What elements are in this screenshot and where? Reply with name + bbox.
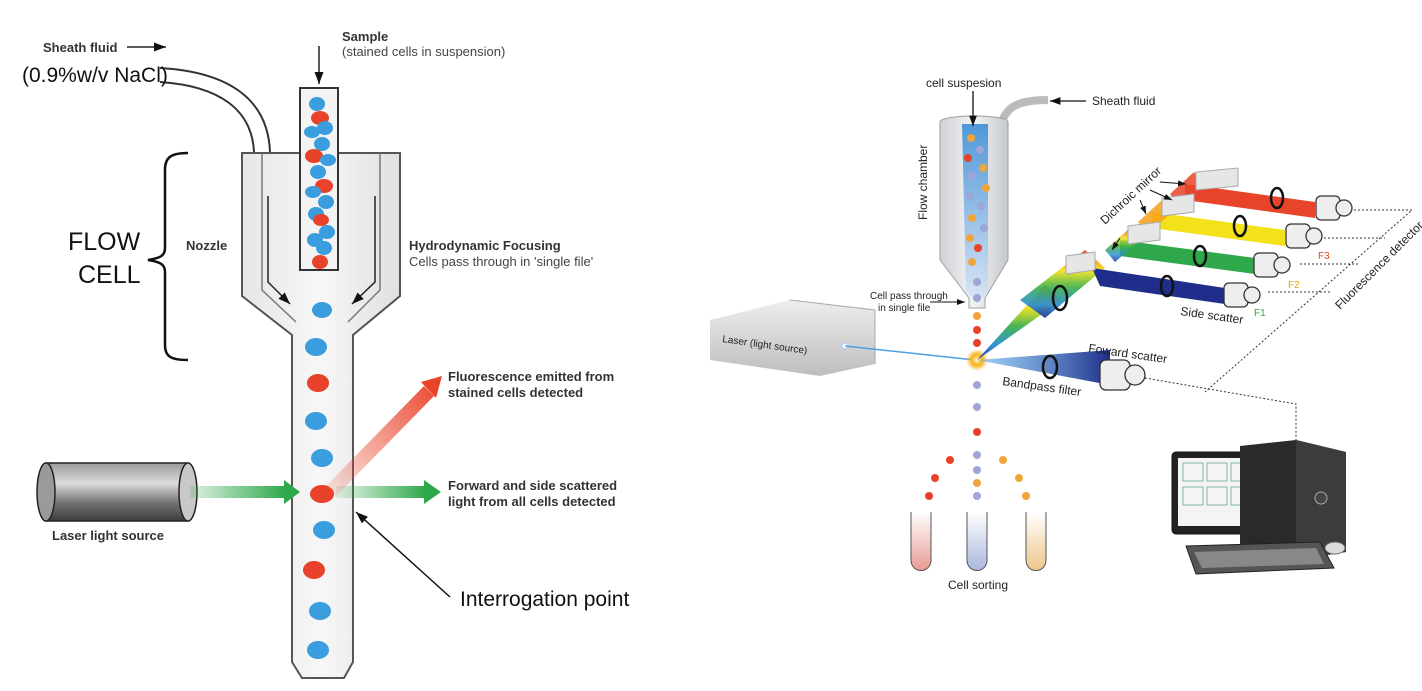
sample-label: Sample — [342, 29, 388, 44]
flow-arrow-icon — [351, 196, 376, 305]
detector-connections — [1144, 209, 1414, 445]
sorting-tubes — [910, 512, 1047, 571]
sheath-tube — [159, 67, 271, 153]
sample-column — [962, 124, 988, 304]
single-file-cells — [925, 312, 1030, 500]
nozzle-inner-wall-right — [347, 153, 381, 323]
blue-beam — [1092, 268, 1225, 304]
mirror-pointer-icon — [1111, 237, 1121, 251]
mirror-pointer-icon — [1139, 199, 1147, 215]
fluorescence-detector-label: Fluorescence detector — [1332, 218, 1422, 312]
sheath-fluid-right-label: Sheath fluid — [1092, 94, 1155, 108]
flow-cell-label-1: FLOW — [68, 228, 141, 256]
red-beam — [1185, 184, 1315, 218]
laser-label: Laser light source — [52, 528, 164, 543]
hydro-sub: Cells pass through in 'single file' — [409, 254, 593, 269]
interrogation-pointer — [355, 511, 451, 598]
flow-cell-label-2: CELL — [78, 261, 141, 289]
sheath-fluid-label: Sheath fluid — [43, 40, 117, 55]
nacl-label: (0.9%w/v NaCl) — [22, 64, 168, 87]
laser-beam-right — [844, 345, 976, 361]
green-beam — [1120, 240, 1255, 274]
bandpass-filter-label: Bandpass filter — [1002, 374, 1083, 399]
mirror-pointer-icon — [1149, 189, 1173, 201]
fluorescence-arrow-icon — [421, 376, 442, 398]
flow-cell-brace — [147, 151, 189, 362]
f2-label: F2 — [1288, 280, 1300, 291]
sheath-tube-inner — [159, 81, 255, 153]
right-diagram: cell suspesion Sheath fluid Flow chamber… — [710, 76, 1422, 592]
cell-pass-label-1: Cell pass through — [870, 291, 948, 302]
scatter-beam — [336, 486, 426, 498]
yellow-beam — [1152, 212, 1285, 246]
flow-arrow-icon — [267, 196, 291, 305]
sample-sub-label: (stained cells in suspension) — [342, 44, 505, 59]
scatter-arrow-icon — [424, 480, 441, 504]
bandpass-filters — [1041, 186, 1285, 380]
nozzle-inner-wall — [261, 153, 297, 323]
fluorescence-beam — [326, 386, 434, 496]
hydro-title: Hydrodynamic Focusing — [409, 238, 561, 253]
cell-sorting-label: Cell sorting — [948, 578, 1008, 592]
cell-suspension-label: cell suspesion — [926, 76, 1001, 90]
laser-arrow-icon — [284, 480, 300, 504]
cell-pass-label-2: in single file — [878, 303, 931, 314]
sample-cells — [304, 97, 336, 269]
detectors — [1099, 195, 1353, 391]
chamber-cells — [964, 134, 990, 302]
scatter-label-1: Forward and side scattered — [448, 478, 617, 493]
nozzle-label: Nozzle — [186, 238, 227, 253]
fluorescence-label-2: stained cells detected — [448, 385, 583, 400]
flow-chamber-label: Flow chamber — [916, 145, 930, 220]
f1-label: F1 — [1254, 308, 1266, 319]
laser-light-source — [36, 462, 198, 522]
interrogation-label: Interrogation point — [460, 588, 629, 611]
left-diagram: Sheath fluid (0.9%w/v NaCl) Sample (stai… — [22, 29, 629, 679]
laser-beam — [190, 486, 286, 498]
mirror-pointer-icon — [1159, 180, 1187, 187]
f3-label: F3 — [1318, 251, 1330, 262]
computer-icon — [1171, 440, 1346, 575]
scatter-label-2: light from all cells detected — [448, 494, 616, 509]
fluorescence-label-1: Fluorescence emitted from — [448, 369, 614, 384]
stream-cells — [303, 302, 335, 659]
dichroic-mirrors — [1065, 167, 1239, 275]
